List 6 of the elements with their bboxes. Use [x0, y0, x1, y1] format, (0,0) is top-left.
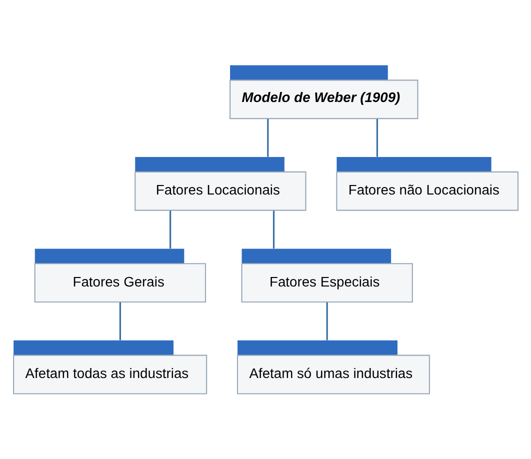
connector: [376, 118, 378, 157]
connector: [267, 118, 269, 157]
connector: [272, 210, 275, 249]
connector: [326, 302, 328, 340]
connector: [119, 302, 121, 340]
connector: [170, 210, 172, 249]
